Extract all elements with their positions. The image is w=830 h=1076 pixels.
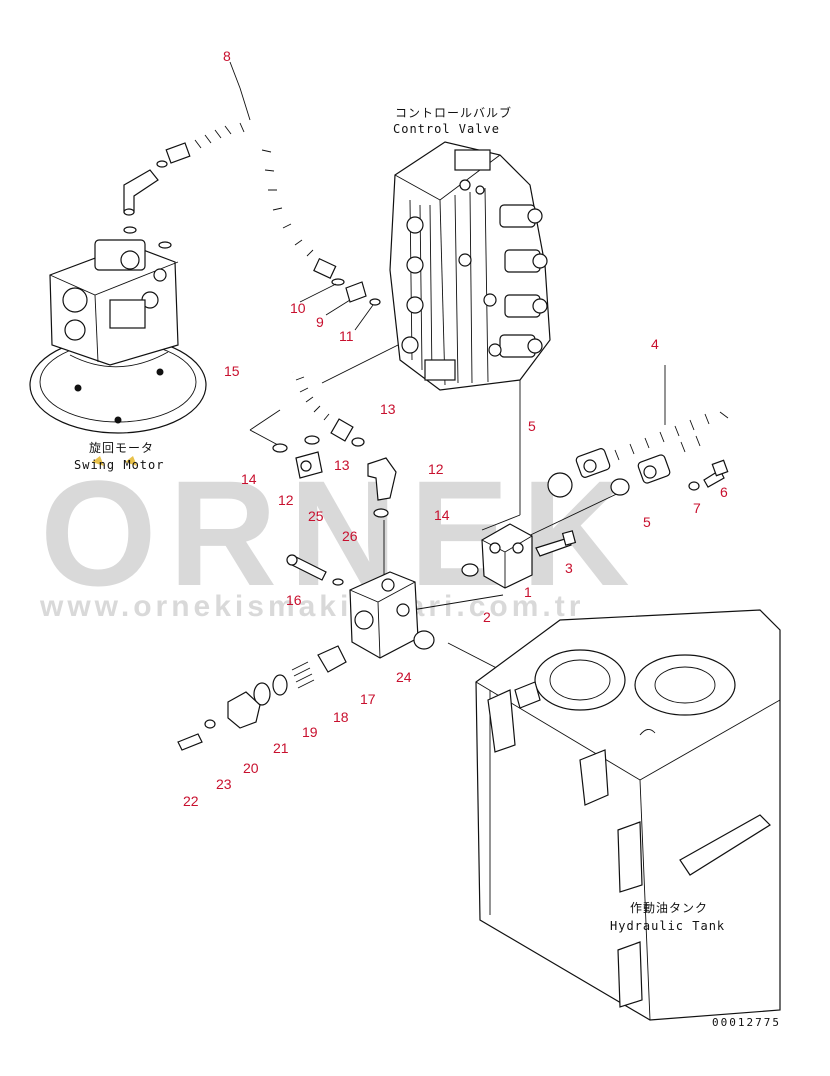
marker-glyphs — [92, 456, 137, 466]
callout-1[interactable]: 1 — [524, 584, 532, 600]
callout-3[interactable]: 3 — [565, 560, 573, 576]
callout-8[interactable]: 8 — [223, 48, 231, 64]
fittings-9-10-11 — [299, 278, 381, 331]
callout-13a[interactable]: 13 — [334, 457, 350, 473]
callout-9[interactable]: 9 — [316, 314, 324, 330]
callout-12a[interactable]: 12 — [278, 492, 294, 508]
callout-14a[interactable]: 14 — [241, 471, 257, 487]
callout-7[interactable]: 7 — [693, 500, 701, 516]
hose-15-group — [272, 370, 397, 518]
watermark-brand: ORNEK — [40, 449, 642, 617]
drawing-number: 00012775 — [712, 1016, 781, 1029]
hose-8 — [156, 61, 337, 279]
watermark: ORNEK www.ornekismakinalari.com.tr — [39, 449, 642, 623]
callout-5a[interactable]: 5 — [528, 418, 536, 434]
marker-left — [92, 456, 104, 466]
callout-19[interactable]: 19 — [302, 724, 318, 740]
swing-motor-label-jp: 旋回モータ — [89, 441, 154, 455]
hose-4 — [575, 399, 748, 491]
callout-24[interactable]: 24 — [396, 669, 412, 685]
hydraulic-tank-label-en: Hydraulic Tank — [610, 919, 725, 933]
callout-23[interactable]: 23 — [216, 776, 232, 792]
callout-20[interactable]: 20 — [243, 760, 259, 776]
control-valve-drawing — [389, 141, 551, 391]
callout-14b[interactable]: 14 — [434, 507, 450, 523]
block-16-group — [177, 554, 479, 751]
hydraulic-tank-drawing — [475, 609, 781, 1021]
callout-25[interactable]: 25 — [308, 508, 324, 524]
swing-motor-drawing — [29, 169, 207, 434]
callout-16[interactable]: 16 — [286, 592, 302, 608]
leader-lines — [249, 344, 666, 681]
block-1-group — [481, 472, 630, 589]
callout-12b[interactable]: 12 — [428, 461, 444, 477]
callout-10[interactable]: 10 — [290, 300, 306, 316]
callout-6[interactable]: 6 — [720, 484, 728, 500]
callout-4[interactable]: 4 — [651, 336, 659, 352]
callout-21[interactable]: 21 — [273, 740, 289, 756]
hydraulic-tank-label-jp: 作動油タンク — [630, 901, 708, 915]
marker-right — [125, 456, 137, 466]
callout-13b[interactable]: 13 — [380, 401, 396, 417]
control-valve-label-jp: コントロールバルブ — [395, 105, 512, 120]
callout-17[interactable]: 17 — [360, 691, 376, 707]
callout-26[interactable]: 26 — [342, 528, 358, 544]
swing-motor-label-en: Swing Motor — [74, 458, 164, 472]
callout-18[interactable]: 18 — [333, 709, 349, 725]
callout-15[interactable]: 15 — [224, 363, 240, 379]
watermark-url: www.ornekismakinalari.com.tr — [39, 590, 584, 623]
control-valve-label-en: Control Valve — [393, 122, 500, 136]
callout-2[interactable]: 2 — [483, 609, 491, 625]
callout-22[interactable]: 22 — [183, 793, 199, 809]
callout-5b[interactable]: 5 — [643, 514, 651, 530]
callout-11[interactable]: 11 — [339, 328, 354, 344]
